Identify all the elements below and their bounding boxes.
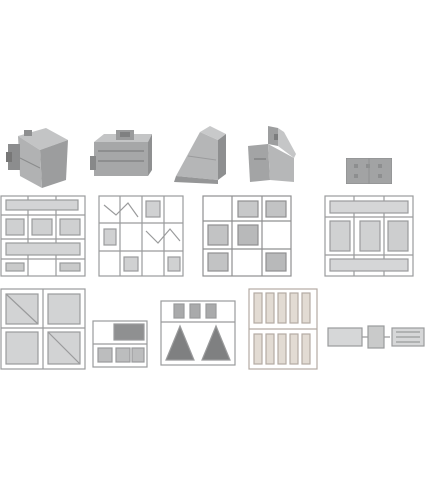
- sprue-f: [92, 320, 148, 368]
- sprue-c: [202, 195, 292, 277]
- sprue-a: [0, 195, 86, 277]
- assembled-part-b: [90, 130, 154, 182]
- assembled-part-a: [4, 122, 74, 190]
- sprue-h: [248, 288, 318, 370]
- sprue-d: [324, 195, 414, 277]
- sprue-e: [0, 288, 86, 370]
- sprue-b: [98, 195, 184, 277]
- assembled-part-c: [170, 126, 228, 184]
- small-plate: [346, 158, 392, 184]
- sprue-g: [160, 300, 236, 366]
- sprue-i: [326, 322, 426, 352]
- assembled-part-d: [244, 124, 300, 184]
